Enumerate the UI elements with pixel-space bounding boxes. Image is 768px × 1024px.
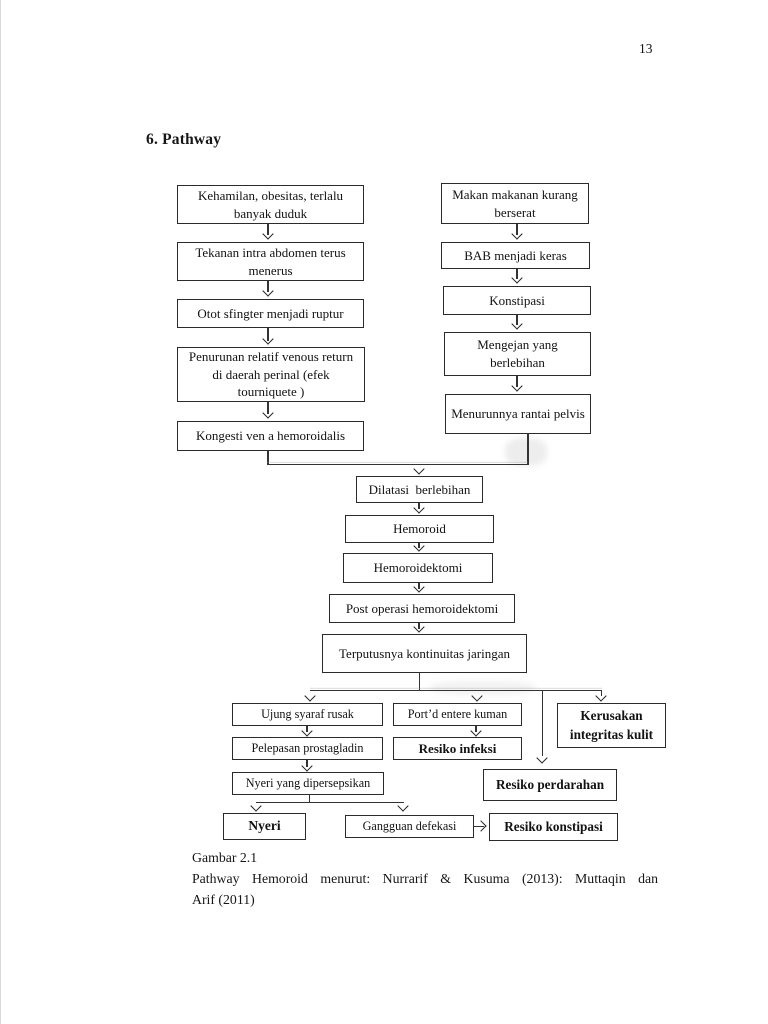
flow-node-penurunan: Penurunan relatif venous return di daera… [177,347,365,402]
flow-node-bab: BAB menjadi keras [441,242,590,269]
connector-line [308,795,310,803]
arrow-down-icon [510,272,523,284]
flow-node-menurunnya: Menurunnya rantai pelvis [445,394,591,434]
arrow-right-icon [475,820,487,832]
flow-node-terputusnya: Terputusnya kontinuitas jaringan [322,634,527,673]
connector-line [418,673,421,691]
figure-caption: Gambar 2.1 Pathway Hemoroid menurut: Nur… [192,847,658,910]
arrow-down-icon [261,407,274,419]
connector-line [418,623,420,629]
flow-node-resiko-perdarahan: Resiko perdarahan [483,769,617,801]
scan-smudge [430,681,535,695]
connector-line [267,451,269,465]
flow-node-kongesti: Kongesti ven a hemoroidalis [177,421,364,451]
connector-line [516,315,518,325]
flow-node-resiko-konstipasi: Resiko konstipasi [489,813,618,841]
connector-line [267,224,269,235]
connector-line [475,726,477,732]
connector-line [267,463,529,466]
arrow-down-icon [261,333,274,345]
connector-line [255,802,404,804]
arrow-down-icon [412,502,425,514]
arrow-down-icon [412,581,425,593]
flow-node-konstipasi: Konstipasi [443,286,591,315]
page-number: 13 [639,41,653,56]
flow-node-tekanan: Tekanan intra abdomen terus menerus [177,242,364,281]
flow-node-ujung: Ujung syaraf rusak [232,703,383,726]
section-heading: 6. Pathway [146,131,222,148]
connector-line [418,583,420,589]
connector-line [516,376,518,387]
scan-edge [0,0,1,1024]
flow-node-gangguan: Gangguan defekasi [345,815,474,838]
arrow-down-icon [510,380,523,392]
flow-node-resiko-infeksi: Resiko infeksi [393,737,522,760]
connector-line [310,690,602,692]
flow-node-nyeri-dipersepsikan: Nyeri yang dipersepsikan [232,772,384,795]
flow-node-makan: Makan makanan kurang berserat [441,183,589,224]
flow-node-hemoroid: Hemoroid [345,515,494,543]
arrow-down-icon [412,621,425,633]
connector-line [267,402,269,414]
arrow-down-icon [300,760,313,772]
arrow-down-icon [303,690,316,702]
arrow-down-icon [469,725,482,737]
connector-line [418,503,420,509]
connector-line [541,690,543,756]
flow-node-otot: Otot sfingter menjadi ruptur [177,299,364,328]
connector-line [600,690,602,696]
arrow-down-icon [261,228,274,240]
flow-node-post-operasi: Post operasi hemoroidektomi [329,594,515,623]
flow-node-kerusakan: Kerusakan integritas kulit [557,703,666,748]
flow-node-nyeri: Nyeri [223,813,306,840]
arrow-down-icon [594,690,607,702]
connector-line [418,543,420,548]
flow-node-mengejan: Mengejan yang berlebihan [444,332,591,376]
flow-node-portd: Port’d entere kuman [393,703,522,726]
connector-line [516,269,518,279]
connector-line [306,726,308,732]
connector-line [516,224,518,235]
flow-node-hemoroidektomi: Hemoroidektomi [343,553,493,583]
connector-line [474,825,484,827]
scan-smudge [505,438,547,466]
flow-node-pelepasan: Pelepasan prostagladin [232,737,383,760]
connector-line [306,760,308,767]
connector-line [527,434,529,465]
caption-line-source: Pathway Hemoroid menurut: Nurrarif & Kus… [192,871,658,886]
caption-line-source-cont: Arif (2011) [192,892,255,907]
flow-node-kehamilan: Kehamilan, obesitas, terlalu banyak dudu… [177,185,364,224]
arrow-down-icon [535,752,548,764]
caption-line-figure-label: Gambar 2.1 [192,850,258,865]
connector-line [267,281,269,292]
flow-node-dilatasi: Dilatasi berlebihan [356,476,483,503]
arrow-down-icon [510,318,523,330]
connector-line [267,328,269,341]
arrow-down-icon [300,725,313,737]
arrow-down-icon [510,228,523,240]
arrow-down-icon [261,285,274,297]
